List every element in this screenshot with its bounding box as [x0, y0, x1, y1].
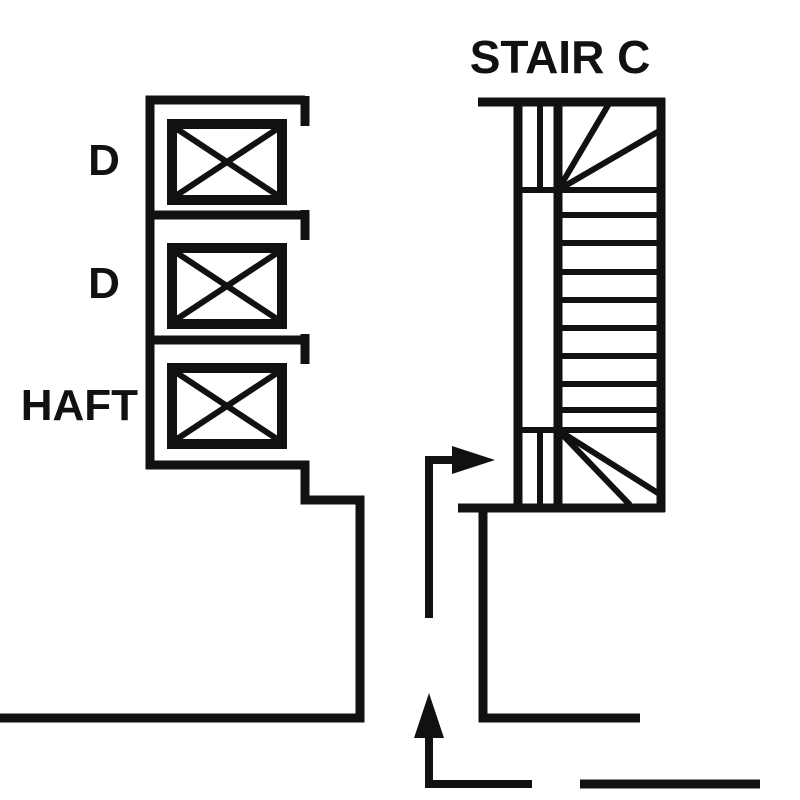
elevator-bank [0, 95, 365, 723]
stair-c [458, 97, 666, 513]
shaft-label: HAFT [21, 381, 138, 430]
shaft-car [167, 363, 287, 449]
elevator-car-1 [167, 119, 287, 205]
stair-label: STAIR C [470, 31, 651, 83]
elevator-label-2: D [88, 259, 120, 308]
elevator-label-1: D [88, 136, 120, 185]
elevator-car-2 [167, 243, 287, 329]
egress-arrow-lower [414, 693, 532, 788]
corridor-walls [478, 508, 760, 789]
egress-arrow-upper [425, 446, 495, 618]
